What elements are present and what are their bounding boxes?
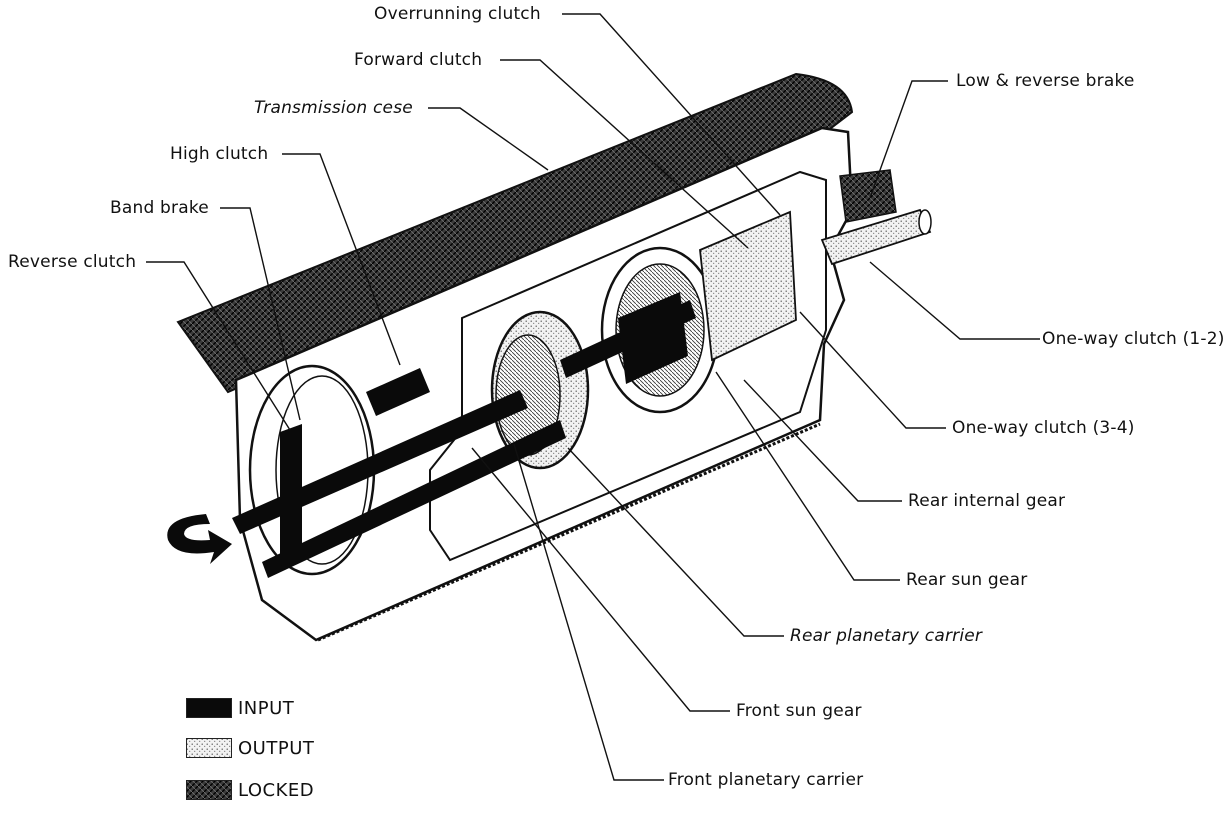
output-shaft-end xyxy=(918,209,932,235)
label-front-planetary-carrier: Front planetary carrier xyxy=(668,770,864,790)
leader-lines xyxy=(146,13,1040,781)
input-shaft-lower xyxy=(262,420,566,578)
high-clutch-pack xyxy=(366,368,430,416)
legend-item-output: OUTPUT xyxy=(186,736,314,760)
forward-drum-input xyxy=(618,292,688,384)
legend-label-output: OUTPUT xyxy=(238,737,315,759)
rear-output-drum xyxy=(699,210,797,362)
label-one-way-clutch-3-4: One-way clutch (3-4) xyxy=(952,418,1135,438)
locked-swatch xyxy=(186,780,232,800)
label-overrunning-clutch: Overrunning clutch xyxy=(374,4,541,24)
input-swatch xyxy=(186,698,232,718)
label-reverse-clutch: Reverse clutch xyxy=(8,252,137,272)
legend-label-locked: LOCKED xyxy=(238,779,315,801)
label-transmission-case: Transmission cese xyxy=(254,98,413,118)
legend-label-input: INPUT xyxy=(238,697,295,719)
label-high-clutch: High clutch xyxy=(170,144,269,164)
label-low-reverse-brake: Low & reverse brake xyxy=(956,71,1135,91)
label-front-sun-gear: Front sun gear xyxy=(736,701,862,721)
transmission-case-shell xyxy=(176,72,854,394)
housing-bottom-rail xyxy=(317,422,821,642)
label-band-brake: Band brake xyxy=(110,198,209,218)
shaft-vertical-link xyxy=(280,424,302,566)
output-swatch xyxy=(186,738,232,758)
rotation-arrow-icon xyxy=(167,514,232,564)
low-reverse-brake-pack xyxy=(839,169,897,223)
legend-item-input: INPUT xyxy=(186,696,294,720)
label-rear-sun-gear: Rear sun gear xyxy=(906,570,1028,590)
legend-item-locked: LOCKED xyxy=(186,778,314,802)
input-shaft-upper xyxy=(232,390,528,534)
label-forward-clutch: Forward clutch xyxy=(354,50,483,70)
label-one-way-clutch-1-2: One-way clutch (1-2) xyxy=(1042,329,1225,349)
label-rear-planetary-carrier: Rear planetary carrier xyxy=(790,626,983,646)
output-shaft xyxy=(820,208,932,266)
label-rear-internal-gear: Rear internal gear xyxy=(908,491,1066,511)
housing-inner-wall xyxy=(429,170,827,562)
